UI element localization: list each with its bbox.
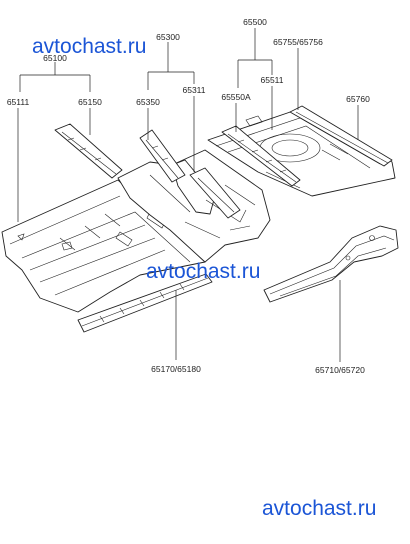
- label-65111: 65111: [7, 97, 30, 107]
- label-65350: 65350: [136, 97, 160, 107]
- label-65550A: 65550A: [221, 92, 251, 102]
- label-65710-65720: 65710/65720: [315, 365, 365, 375]
- label-65760: 65760: [346, 94, 370, 104]
- part-65710-65720: [263, 225, 399, 303]
- part-65150: [54, 123, 123, 179]
- watermark-bottom: avtochast.ru: [262, 497, 376, 520]
- label-65170-65180: 65170/65180: [151, 364, 201, 374]
- watermark-top: avtochast.ru: [32, 35, 146, 58]
- label-65311: 65311: [182, 85, 205, 95]
- label-65500: 65500: [243, 17, 267, 27]
- watermark-middle: avtochast.ru: [146, 260, 260, 283]
- part-65170-65180: [77, 273, 213, 333]
- part-65550A: [221, 125, 301, 187]
- label-65511: 65511: [260, 75, 283, 85]
- part-65311: [189, 167, 241, 219]
- label-65100: 65100: [43, 53, 67, 63]
- label-65300: 65300: [156, 32, 180, 42]
- label-65755-65756: 65755/65756: [273, 37, 323, 47]
- label-65150: 65150: [78, 97, 102, 107]
- leader-lines: [17, 28, 359, 362]
